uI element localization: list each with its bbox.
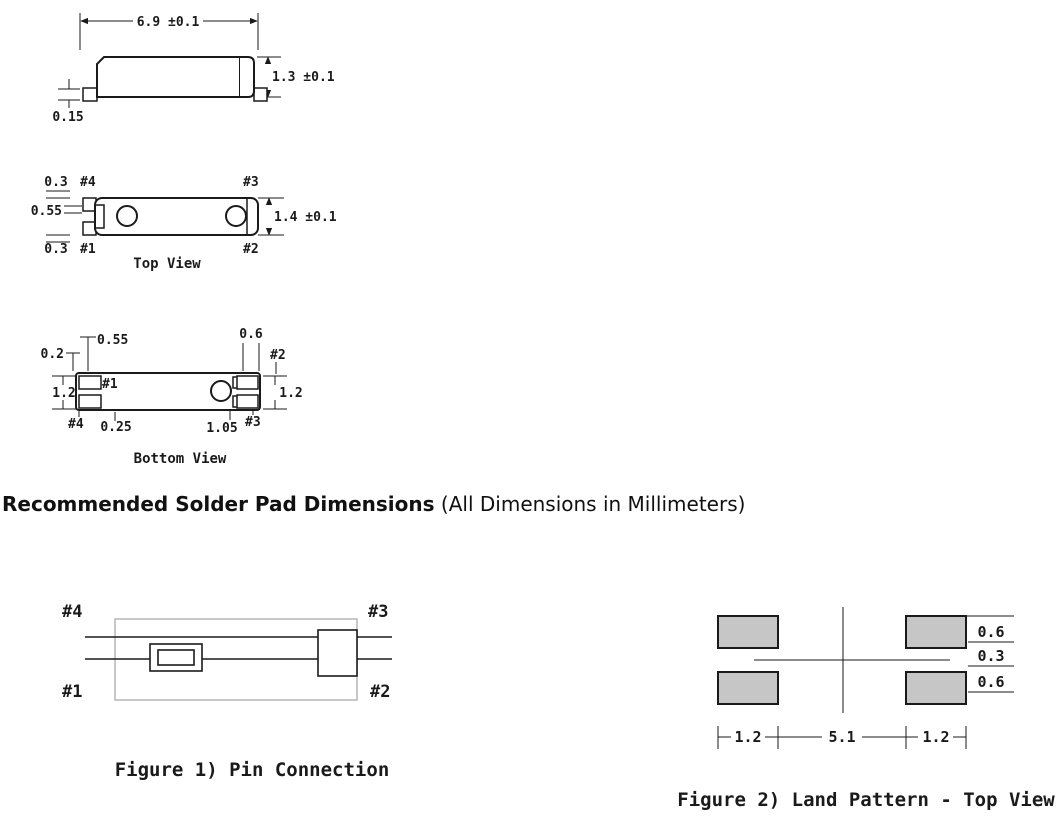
top-pin2-label: #2 <box>243 242 259 257</box>
side-standoff-dim: 0.15 <box>52 110 83 125</box>
top-pad-side-dim: 0.55 <box>31 204 62 219</box>
bottom-pad-3 <box>236 394 259 409</box>
top-pad-bottom-dim: 0.3 <box>44 242 67 257</box>
top-left-bracket <box>96 204 105 229</box>
top-pad-top-dim: 0.3 <box>44 175 67 190</box>
package-body-side <box>96 56 241 98</box>
bottom-side-left-dim: 1.2 <box>52 386 75 401</box>
bottom-pin4-label: #4 <box>68 417 84 432</box>
bottom-gap-dim: 0.25 <box>100 420 131 435</box>
fig2-pad-bottom-right <box>905 671 967 705</box>
bottom-bracket-bottom <box>232 395 237 408</box>
fig2-span-dim: 5.1 <box>828 728 855 746</box>
bottom-view-caption: Bottom View <box>134 451 227 467</box>
fig2-pad-top-left <box>717 615 779 649</box>
figure2-caption: Figure 2) Land Pattern - Top View <box>677 789 1055 811</box>
package-endcap-side <box>240 56 255 98</box>
side-foot-right <box>253 87 268 102</box>
section-heading-bold: Recommended Solder Pad Dimensions <box>2 492 435 516</box>
fig1-leads <box>85 636 392 660</box>
bottom-pad-offset-dim: 0.55 <box>97 333 128 348</box>
fig1-crystal-inner <box>157 649 195 666</box>
fig2-pad-len-right-dim: 1.2 <box>922 728 949 746</box>
top-hole-left <box>116 205 138 227</box>
figure2-land-pattern: 0.6 0.3 0.6 1.2 5.1 1.2 Figure 2) Land P… <box>677 607 1055 811</box>
bottom-pin3-label: #3 <box>245 415 261 430</box>
fig2-pad-bottom-left <box>717 671 779 705</box>
top-pin4-label: #4 <box>80 175 96 190</box>
bottom-pad-4 <box>78 394 102 409</box>
bottom-pad-width-dim: 0.6 <box>239 327 263 342</box>
package-body-top <box>94 197 259 236</box>
bottom-pin2-label: #2 <box>270 348 286 363</box>
top-view-caption: Top View <box>133 256 201 272</box>
fig1-pin1-label: #1 <box>62 682 82 702</box>
side-foot-left <box>82 87 98 102</box>
bottom-bracket-top <box>232 376 237 389</box>
bottom-pad-1 <box>78 375 102 390</box>
top-hole-right <box>225 205 247 227</box>
section-heading: Recommended Solder Pad Dimensions (All D… <box>2 492 745 516</box>
fig2-pad-height-top-dim: 0.6 <box>977 623 1004 641</box>
fig1-pin2-label: #2 <box>370 682 390 702</box>
fig2-pad-top-right <box>905 615 967 649</box>
top-pin1-label: #1 <box>80 242 96 257</box>
figure1-caption: Figure 1) Pin Connection <box>115 759 390 781</box>
bottom-edge-dim: 0.2 <box>41 347 64 362</box>
fig2-bottom-dim-lines <box>717 726 967 749</box>
fig2-crosshair <box>754 607 950 713</box>
side-length-dim: 6.9 ±0.1 <box>137 15 200 30</box>
side-view: 6.9 ±0.1 1.3 ±0.1 0.15 <box>52 13 335 125</box>
top-width-dim: 1.4 ±0.1 <box>274 210 337 225</box>
package-body-bottom <box>75 372 261 411</box>
fig1-right-pad <box>317 629 358 677</box>
fig2-pad-height-bottom-dim: 0.6 <box>977 673 1004 691</box>
bottom-side-right-dim: 1.2 <box>279 386 302 401</box>
side-height-dim: 1.3 ±0.1 <box>272 70 335 85</box>
top-view-dimension-lines <box>46 190 284 243</box>
bottom-pin1-label: #1 <box>102 377 118 392</box>
fig1-pin3-label: #3 <box>368 602 388 622</box>
bottom-view: 0.6 0.55 0.2 #2 1.2 #1 1.2 #4 0.25 1.05 … <box>41 327 303 467</box>
top-view: 0.3 #4 #3 0.55 1.4 ±0.1 0.3 #1 #2 Top Vi… <box>31 175 337 272</box>
fig2-right-dim-lines <box>966 615 1014 693</box>
section-heading-normal: (All Dimensions in Millimeters) <box>434 492 746 516</box>
bottom-hole <box>210 380 232 402</box>
fig2-pad-len-left-dim: 1.2 <box>734 728 761 746</box>
top-pin3-label: #3 <box>243 175 259 190</box>
fig2-pad-gap-dim: 0.3 <box>977 647 1004 665</box>
figure1-pin-connection: #4 #3 #1 #2 Figure 1) Pin Connection <box>62 602 392 781</box>
bottom-pad-2 <box>236 375 259 390</box>
bottom-inner-dim: 1.05 <box>206 421 237 436</box>
fig1-pin4-label: #4 <box>62 602 82 622</box>
